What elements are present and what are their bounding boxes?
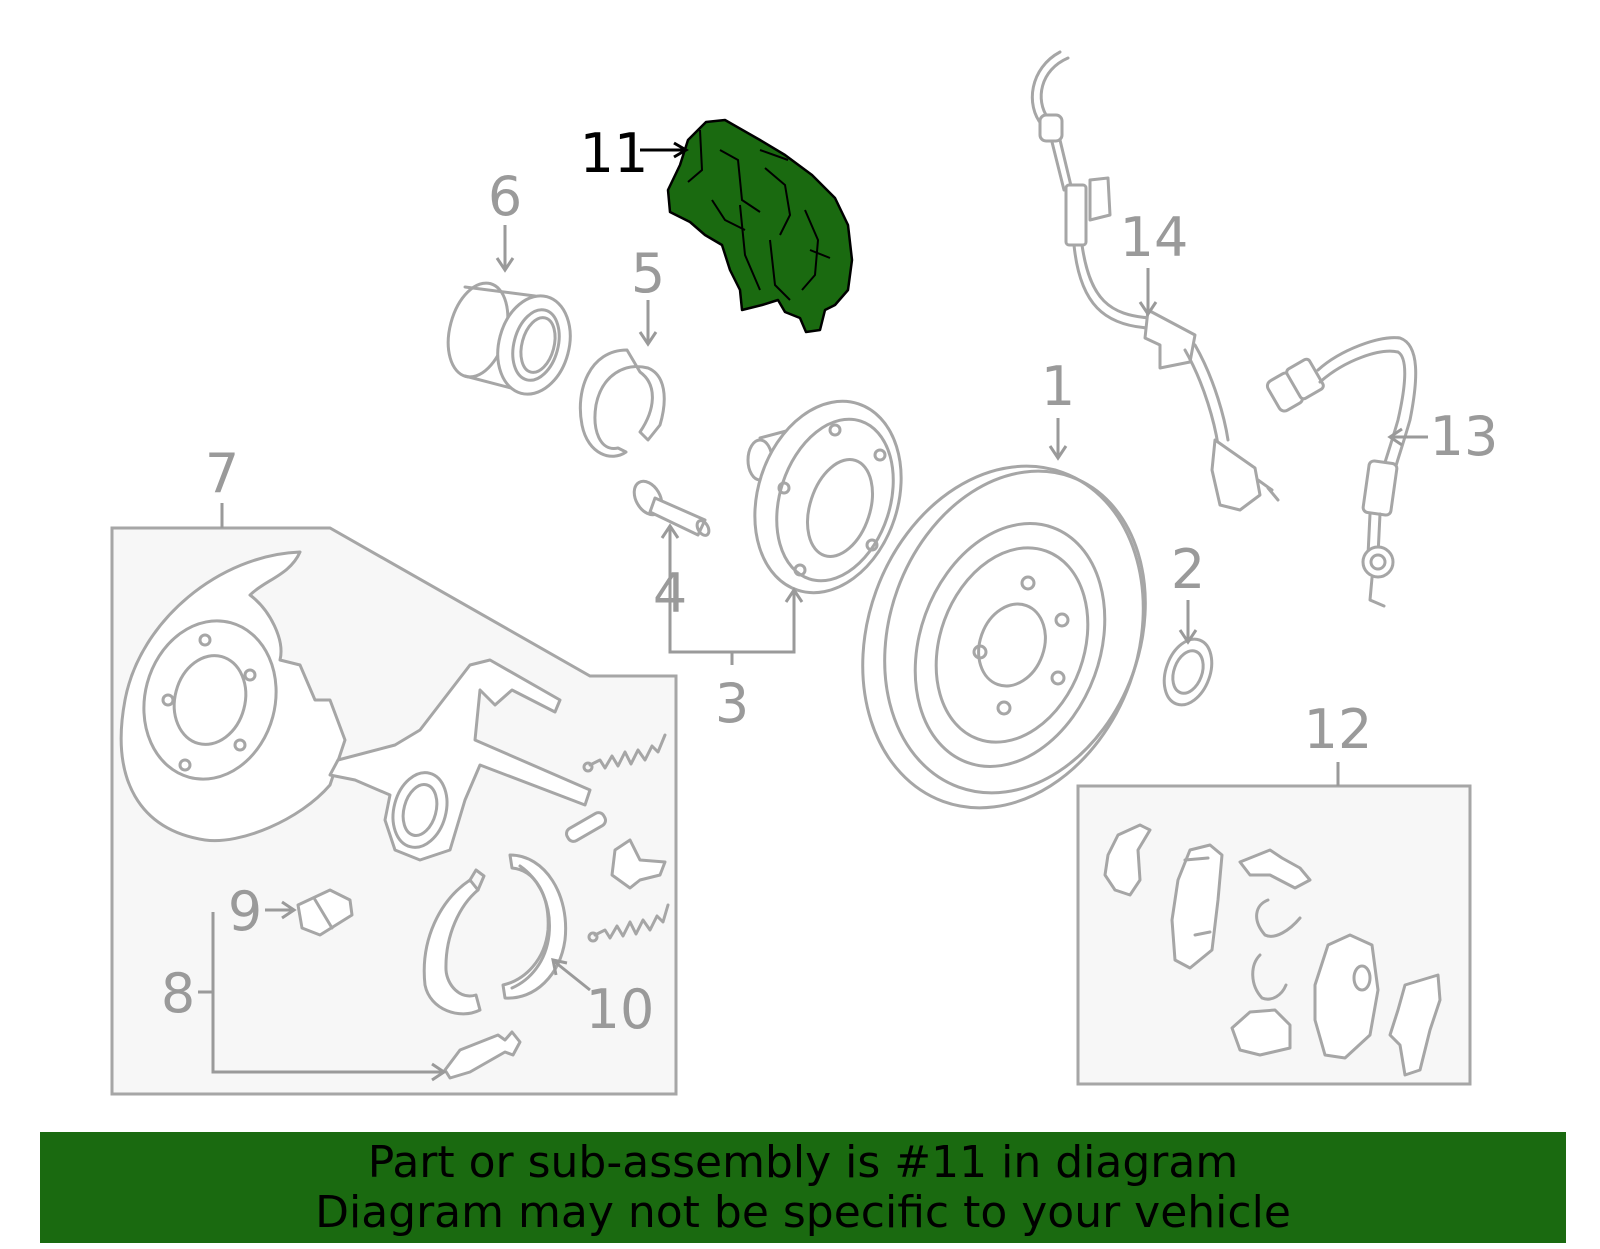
callout-14[interactable]: 14 [1120,206,1189,269]
brake-hose-part-13[interactable] [1265,336,1418,608]
hub-bolt-part-4[interactable] [629,476,712,537]
callout-6[interactable]: 6 [488,165,522,228]
callout-10[interactable]: 10 [586,978,655,1041]
snap-ring-part-5[interactable] [578,348,666,458]
info-banner: Part or sub-assembly is #11 in diagram D… [40,1132,1566,1243]
callout-8[interactable]: 8 [161,962,195,1025]
backing-plate-part-7[interactable] [119,550,347,843]
callout-5[interactable]: 5 [631,242,665,305]
wheel-hub-part-3[interactable] [731,382,925,612]
callout-11[interactable]: 11 [580,122,649,185]
leader-lines [198,225,1428,1082]
abs-sensor-part-14[interactable] [1030,50,1280,512]
washer-part-2[interactable] [1156,633,1221,712]
plug-part-9[interactable] [296,888,354,937]
banner-line-2: Diagram may not be specific to your vehi… [315,1187,1291,1238]
brake-rotor-part-1[interactable] [816,426,1189,847]
brake-caliper-part-11[interactable] [666,118,854,334]
banner-line-1: Part or sub-assembly is #11 in diagram [367,1137,1239,1188]
adjuster-part-8[interactable] [443,1030,522,1080]
hold-down-clip[interactable] [610,838,667,890]
callout-13[interactable]: 13 [1430,405,1499,468]
return-spring-lower[interactable] [587,903,670,943]
return-spring-upper[interactable] [582,733,667,773]
callout-4[interactable]: 4 [653,562,687,625]
adjuster-strut[interactable] [564,810,607,843]
pad-hardware-kit-part-12[interactable] [1103,823,1442,1077]
parking-brake-shoes-part-10[interactable] [422,853,568,1016]
wheel-bearing-part-6[interactable] [439,276,581,402]
leader-11 [640,141,689,159]
callout-3[interactable]: 3 [715,672,749,735]
parking-brake-bracket[interactable] [328,658,592,862]
callout-2[interactable]: 2 [1171,538,1205,601]
callout-12[interactable]: 12 [1304,698,1373,761]
callout-1[interactable]: 1 [1041,355,1075,418]
callout-9[interactable]: 9 [228,880,262,943]
callout-7[interactable]: 7 [205,442,239,505]
